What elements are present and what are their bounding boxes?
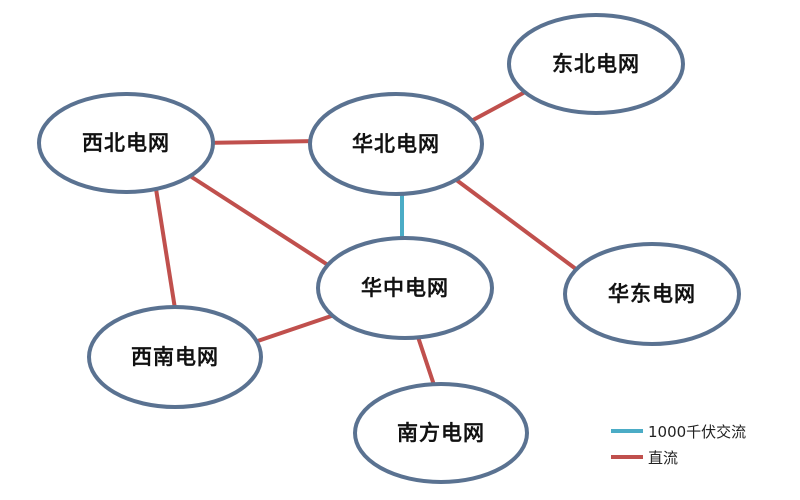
edge-northwest-central [171, 163, 347, 278]
legend-ac-label: 1000千伏交流 [648, 423, 746, 441]
node-northwest: 西北电网 [37, 92, 215, 194]
node-south: 南方电网 [353, 382, 529, 484]
edge-northwest-north [199, 139, 319, 145]
edge-north-east [445, 171, 590, 280]
node-northwest-label: 西北电网 [82, 131, 170, 155]
edge-northwest-southwest [151, 169, 178, 316]
node-northeast: 东北电网 [507, 13, 685, 115]
node-east-label: 华东电网 [608, 282, 696, 306]
node-southwest-label: 西南电网 [131, 345, 219, 369]
node-northeast-label: 东北电网 [552, 52, 640, 76]
node-central-label: 华中电网 [361, 276, 449, 300]
node-north-label: 华北电网 [352, 132, 440, 156]
node-north: 华北电网 [308, 92, 484, 196]
node-central: 华中电网 [316, 236, 494, 340]
legend: 1000千伏交流 直流 [611, 423, 746, 467]
node-east: 华东电网 [563, 242, 741, 346]
legend-dc-label: 直流 [648, 449, 678, 467]
node-southwest: 西南电网 [87, 305, 263, 409]
node-south-label: 南方电网 [397, 421, 485, 445]
